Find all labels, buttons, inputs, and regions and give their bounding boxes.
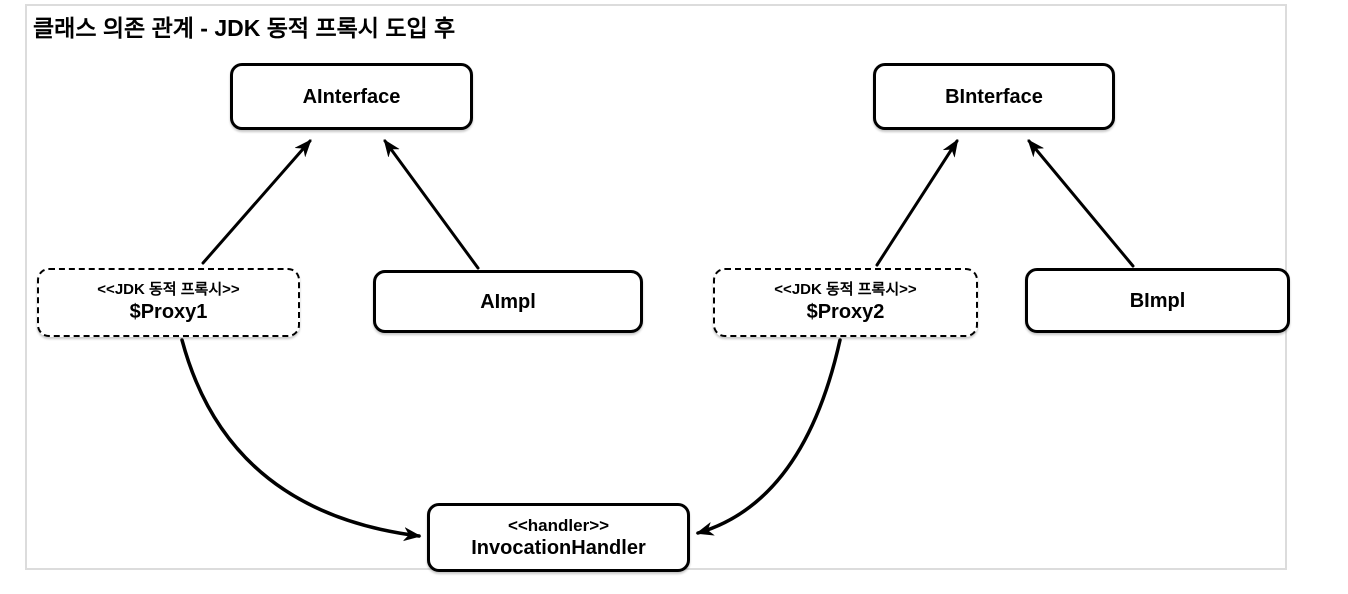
node-ainterface: AInterface bbox=[230, 63, 473, 130]
diagram-title: 클래스 의존 관계 - JDK 동적 프록시 도입 후 bbox=[33, 15, 456, 41]
node-proxy2-stereotype: <<JDK 동적 프록시>> bbox=[774, 281, 917, 299]
node-invocationhandler-stereotype: <<handler>> bbox=[507, 515, 610, 535]
node-proxy2: <<JDK 동적 프록시>> $Proxy2 bbox=[713, 268, 978, 337]
node-proxy1-stereotype: <<JDK 동적 프록시>> bbox=[97, 281, 240, 299]
node-proxy2-label: $Proxy2 bbox=[806, 300, 885, 323]
node-binterface: BInterface bbox=[873, 63, 1115, 130]
node-bimpl-label: BImpl bbox=[1129, 289, 1186, 312]
node-aimpl-label: AImpl bbox=[480, 290, 536, 313]
node-binterface-label: BInterface bbox=[945, 85, 1043, 108]
node-invocationhandler-label: InvocationHandler bbox=[471, 537, 646, 560]
node-proxy1-label: $Proxy1 bbox=[129, 300, 208, 323]
node-ainterface-label: AInterface bbox=[302, 85, 401, 108]
node-proxy1: <<JDK 동적 프록시>> $Proxy1 bbox=[37, 268, 300, 337]
node-bimpl: BImpl bbox=[1025, 268, 1290, 333]
node-invocationhandler: <<handler>> InvocationHandler bbox=[427, 503, 690, 572]
node-aimpl: AImpl bbox=[373, 270, 643, 333]
